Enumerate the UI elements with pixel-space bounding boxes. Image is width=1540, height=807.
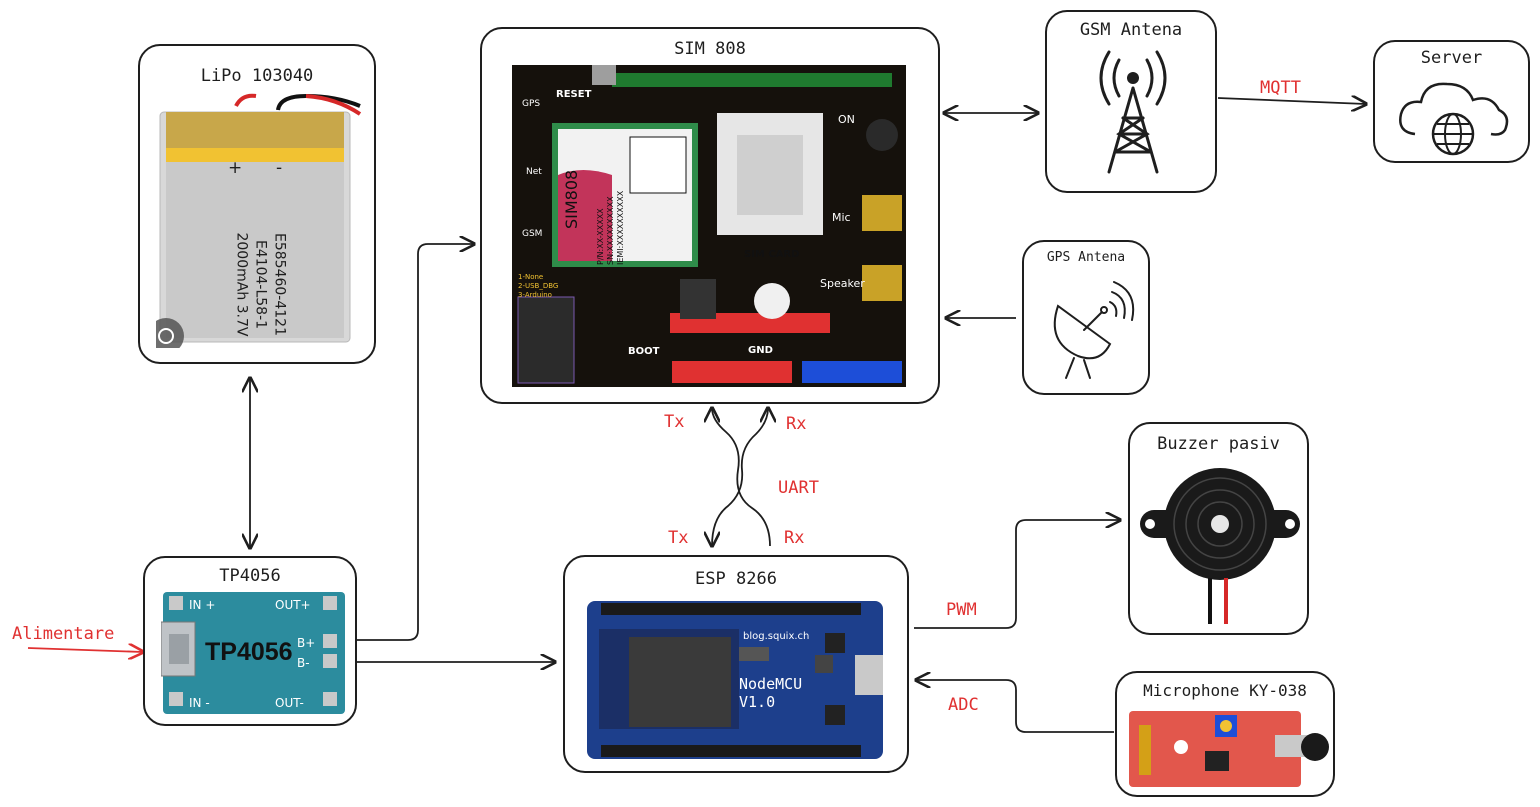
esp8266-board-image <box>587 601 883 759</box>
sim808-gsm-label: GSM <box>522 229 543 239</box>
gps-antenna-node[interactable]: GPS Antena <box>1022 240 1150 395</box>
sim808-module-info: P/N:XX-XXXXX SN:XXXXXXXXXX IEMI:XXXXXXXX… <box>596 191 626 265</box>
tp4056-title: TP4056 <box>219 566 281 586</box>
sim808-switch-1: 1-None <box>518 273 544 281</box>
sim808-mic-label: Mic <box>832 211 851 224</box>
tp4056-sim808-edge <box>356 244 474 641</box>
sim808-board-image <box>512 65 906 387</box>
esp8266-node[interactable]: ESP 8266 blog.squix.ch NodeMCU V1.0 <box>563 555 909 773</box>
lipo-battery-image <box>156 93 362 348</box>
microphone-node[interactable]: Microphone KY-038 <box>1115 671 1335 797</box>
uart-rx-edge <box>712 408 768 546</box>
tp4056-out-plus: OUT+ <box>275 598 311 612</box>
sim808-switch-3: 3-Arduino <box>518 291 552 299</box>
lipo-line-2: E4104-L58-1 <box>252 239 269 330</box>
buzzer-title: Buzzer pasiv <box>1157 434 1280 454</box>
adc-edge <box>916 680 1114 733</box>
tx-bottom-label: Tx <box>668 528 689 548</box>
sim808-iemi-text: IEMI:XXXXXXXXXX <box>616 190 625 265</box>
power-in-label: Alimentare <box>12 624 115 644</box>
tp4056-node[interactable]: TP4056 IN + IN - OUT+ OUT- B+ B- TP4056 <box>143 556 357 726</box>
tp4056-in-plus: IN + <box>189 598 216 612</box>
sim808-sn-text: SN:XXXXXXXXXX <box>606 196 615 265</box>
sim808-module-label: SIM808 <box>562 169 581 229</box>
sim808-gnd-label: GND <box>748 345 773 356</box>
satellite-dish-icon <box>1053 281 1135 379</box>
sim808-on-label: ON <box>838 113 855 126</box>
lipo-line-1: E585460-4121 <box>271 233 288 336</box>
sim808-title: SIM 808 <box>674 39 746 59</box>
sim808-pin-text: P/N:XX-XXXXX <box>596 208 605 265</box>
sim808-switch-legend: 1-None 2-USB_DBG 3-Arduino <box>518 273 558 300</box>
tp4056-b-minus: B- <box>297 656 310 670</box>
lipo-title: LiPo 103040 <box>200 66 314 86</box>
esp8266-model-line1: NodeMCU <box>739 675 803 693</box>
sim808-speaker-label: Speaker <box>820 277 865 290</box>
sim808-reset-label: RESET <box>556 89 592 100</box>
rx-top-label: Rx <box>786 414 807 434</box>
esp8266-brand-label: blog.squix.ch <box>743 631 810 642</box>
cell-tower-icon <box>1099 50 1167 174</box>
lipo-minus-mark: - <box>276 158 283 178</box>
esp8266-title: ESP 8266 <box>695 569 777 589</box>
tp4056-b-plus: B+ <box>297 636 316 650</box>
server-node[interactable]: Server <box>1373 40 1530 163</box>
rx-bottom-label: Rx <box>784 528 805 548</box>
gsm-antenna-node[interactable]: GSM Antena <box>1045 10 1217 193</box>
microphone-module-image <box>1129 711 1329 787</box>
mqtt-edge <box>1217 98 1366 104</box>
microphone-title: Microphone KY-038 <box>1143 681 1307 700</box>
sim808-net-label: Net <box>526 167 542 177</box>
tp4056-chip-label: TP4056 <box>205 638 293 666</box>
gps-antenna-title: GPS Antena <box>1046 250 1126 265</box>
lipo-node[interactable]: LiPo 103040 + - E585460-4121 E4104-L58-1… <box>138 44 376 364</box>
tp4056-in-minus: IN - <box>189 696 210 710</box>
pwm-label: PWM <box>946 600 977 620</box>
lipo-plus-mark: + <box>228 158 243 178</box>
buzzer-image <box>1140 468 1300 624</box>
tp4056-board-image <box>161 592 345 714</box>
power-in-edge <box>27 648 143 652</box>
mqtt-label: MQTT <box>1260 78 1301 98</box>
lipo-label: E585460-4121 E4104-L58-1 2000mAh 3.7V <box>232 205 289 365</box>
gsm-antenna-title: GSM Antena <box>1079 20 1183 40</box>
pwm-edge <box>914 520 1120 629</box>
tx-top-label: Tx <box>664 412 685 432</box>
sim808-switch-2: 2-USB_DBG <box>518 282 559 290</box>
lipo-line-3: 2000mAh 3.7V <box>233 232 250 337</box>
buzzer-node[interactable]: Buzzer pasiv <box>1128 422 1309 635</box>
cloud-globe-icon <box>1399 82 1509 156</box>
server-title: Server <box>1420 48 1483 68</box>
adc-label: ADC <box>948 695 979 715</box>
sim808-boot-label: BOOT <box>628 346 660 357</box>
uart-label: UART <box>778 478 819 498</box>
sim808-simcard-label: SIM CARD <box>744 249 800 260</box>
sim808-gps-label: GPS <box>522 99 541 109</box>
esp8266-model-line2: V1.0 <box>739 693 776 711</box>
tp4056-out-minus: OUT- <box>275 696 304 710</box>
sim808-node[interactable]: SIM 808 RESET BOOT SIM CARD GPS GSM Net … <box>480 27 940 404</box>
